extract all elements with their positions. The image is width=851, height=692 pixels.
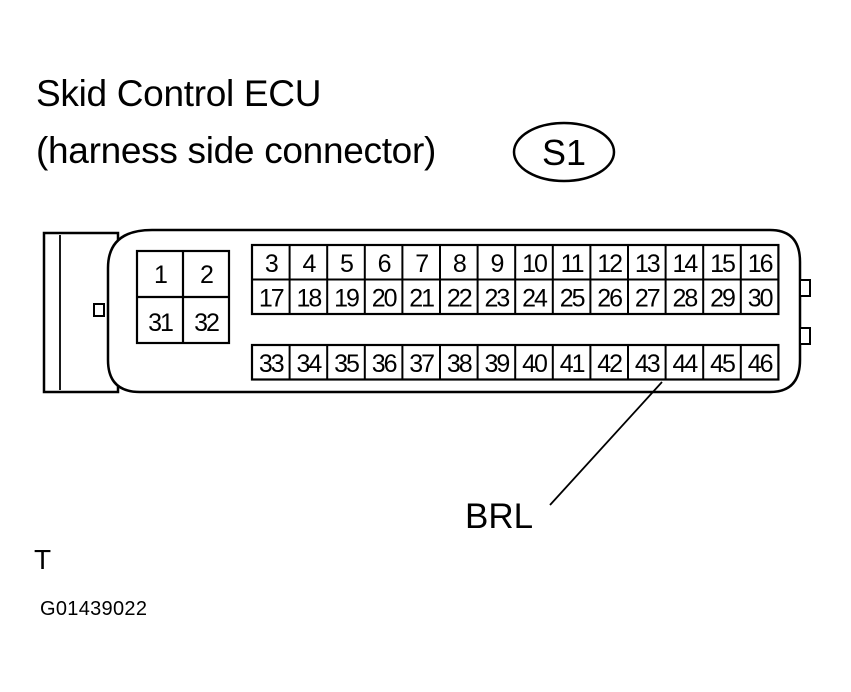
pin-2: 2	[200, 261, 213, 289]
pin-6: 6	[378, 250, 391, 278]
pin-34: 34	[296, 350, 322, 378]
pin-23: 23	[484, 285, 509, 313]
pin-15: 15	[710, 250, 735, 278]
pin-19: 19	[334, 285, 359, 313]
body-tab-upper	[799, 279, 811, 297]
pin-35: 35	[334, 350, 359, 378]
pin-42: 42	[597, 350, 622, 378]
pin-1: 1	[154, 261, 167, 289]
pin-29: 29	[710, 285, 735, 313]
pin-16: 16	[748, 250, 773, 278]
pin-21: 21	[409, 285, 434, 313]
pin-36: 36	[372, 350, 397, 378]
pin-4: 4	[302, 250, 316, 278]
pin-5: 5	[340, 250, 353, 278]
pin-32: 32	[194, 309, 219, 337]
title-line-1: Skid Control ECU	[36, 73, 322, 114]
pin-11: 11	[561, 250, 584, 278]
pin-41: 41	[560, 350, 585, 378]
pin-10: 10	[522, 250, 547, 278]
figure-number: G01439022	[40, 598, 148, 620]
pin-44: 44	[672, 350, 698, 378]
pin-38: 38	[447, 350, 472, 378]
pin-24: 24	[522, 285, 548, 313]
pin-30: 30	[748, 285, 773, 313]
pin-7: 7	[415, 250, 428, 278]
pin-26: 26	[597, 285, 622, 313]
pin-13: 13	[635, 250, 660, 278]
pin-12: 12	[597, 250, 622, 278]
callout-leader-line	[549, 381, 663, 506]
connector-code-oval	[512, 121, 616, 183]
pin-28: 28	[672, 285, 697, 313]
pin-39: 39	[484, 350, 509, 378]
pin-20: 20	[372, 285, 397, 313]
housing-latch-nub	[93, 303, 105, 317]
pin-33: 33	[259, 350, 284, 378]
callout-label: BRL	[465, 497, 533, 536]
body-tab-lower	[799, 327, 811, 345]
pin-9: 9	[490, 250, 503, 278]
connector-code-text: S1	[542, 132, 586, 173]
title-line-2: (harness side connector)	[36, 130, 436, 171]
pin-block-lower: 33 34 35 36 37 38 39 40 41 42 43 44 45 46	[250, 343, 780, 381]
pin-8: 8	[453, 250, 466, 278]
pin-18: 18	[296, 285, 321, 313]
pin-22: 22	[447, 285, 472, 313]
pin-3: 3	[265, 250, 278, 278]
pin-45: 45	[710, 350, 735, 378]
pin-31: 31	[148, 309, 173, 337]
pin-block-left	[135, 249, 231, 345]
pin-14: 14	[672, 250, 698, 278]
pin-27: 27	[635, 285, 660, 313]
pin-43: 43	[635, 350, 660, 378]
pin-17: 17	[259, 285, 284, 313]
pin-25: 25	[560, 285, 585, 313]
pin-46: 46	[748, 350, 773, 378]
pin-37: 37	[409, 350, 434, 378]
footer-letter: T	[34, 544, 52, 575]
pin-40: 40	[522, 350, 547, 378]
